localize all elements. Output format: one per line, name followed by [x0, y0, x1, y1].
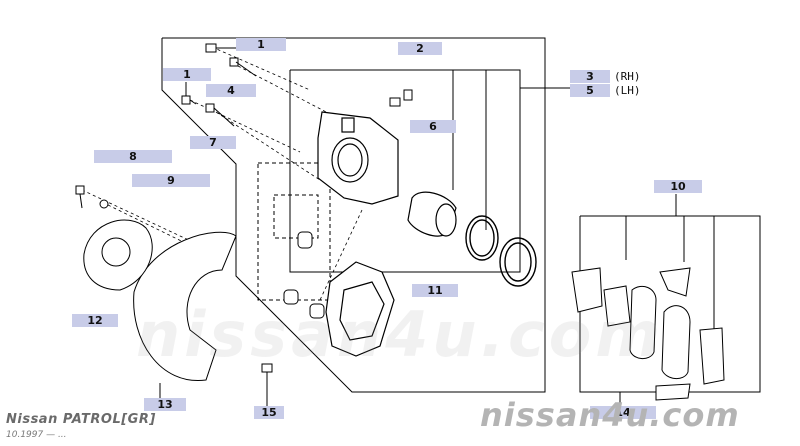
callout-2[interactable]: 2	[398, 42, 442, 55]
guide-pin-icon	[205, 103, 235, 127]
callout-8[interactable]: 8	[94, 150, 172, 163]
clip-icon	[659, 267, 691, 297]
callout-label: 2	[416, 42, 424, 55]
brake-pad-icon	[629, 285, 657, 359]
callout-label: 15	[261, 406, 277, 419]
shim-icon	[699, 327, 725, 385]
callout-label: 1	[257, 38, 265, 51]
washer-icon	[99, 199, 109, 209]
callout-15[interactable]: 15	[254, 406, 284, 419]
boot-icon	[309, 303, 325, 319]
callout-label: 14	[615, 406, 631, 419]
callout-label: 7	[209, 136, 217, 149]
callout-14[interactable]: 14	[590, 406, 656, 419]
callout-label: 13	[157, 398, 173, 411]
boot-icon	[297, 231, 313, 249]
callout-7[interactable]: 7	[190, 136, 236, 149]
bolt-icon	[261, 363, 273, 382]
caliper-frame	[289, 69, 521, 273]
piston-seal-icon	[465, 215, 499, 261]
callout-label: 6	[429, 120, 437, 133]
callout-6[interactable]: 6	[410, 120, 456, 133]
rh-label: (RH)	[614, 70, 641, 83]
boot-icon	[283, 289, 299, 305]
callout-1a[interactable]: 1	[236, 38, 286, 51]
callout-label: 3	[586, 70, 594, 83]
callout-label: 1	[183, 68, 191, 81]
bolt-icon	[181, 95, 197, 105]
callout-label: 9	[167, 174, 175, 187]
callout-label: 8	[129, 150, 137, 163]
callout-12[interactable]: 12	[72, 314, 118, 327]
dust-seal-icon	[499, 237, 537, 287]
pad-pin-icon	[655, 383, 691, 401]
callout-10[interactable]: 10	[654, 180, 702, 193]
callout-label: 5	[586, 84, 594, 97]
assembly-frame	[161, 37, 546, 393]
splash-shield-icon	[133, 231, 237, 381]
callout-3[interactable]: 3	[570, 70, 610, 83]
callout-13[interactable]: 13	[144, 398, 186, 411]
callout-1b[interactable]: 1	[163, 68, 211, 81]
bleeder-screw-icon	[389, 89, 413, 107]
callout-label: 4	[227, 84, 235, 97]
callout-label: 11	[427, 284, 443, 297]
model-caption: Nissan PATROL[GR]	[6, 412, 156, 427]
callout-5[interactable]: 5	[570, 84, 610, 97]
shim-icon	[603, 285, 631, 327]
shim-icon	[571, 267, 603, 313]
callout-label: 12	[87, 314, 103, 327]
bolt-icon	[75, 185, 85, 209]
guide-pin-icon	[229, 57, 257, 77]
date-caption: 10.1997 — ...	[6, 430, 67, 440]
pad-set-frame	[579, 215, 761, 393]
callout-9[interactable]: 9	[132, 174, 210, 187]
callout-4[interactable]: 4	[206, 84, 256, 97]
brake-pad-icon	[661, 305, 691, 379]
callout-label: 10	[670, 180, 686, 193]
lh-label: (LH)	[614, 84, 641, 97]
callout-11[interactable]: 11	[412, 284, 458, 297]
brand-logo: nissan4u.com	[480, 396, 740, 434]
bolt-icon	[205, 43, 236, 53]
